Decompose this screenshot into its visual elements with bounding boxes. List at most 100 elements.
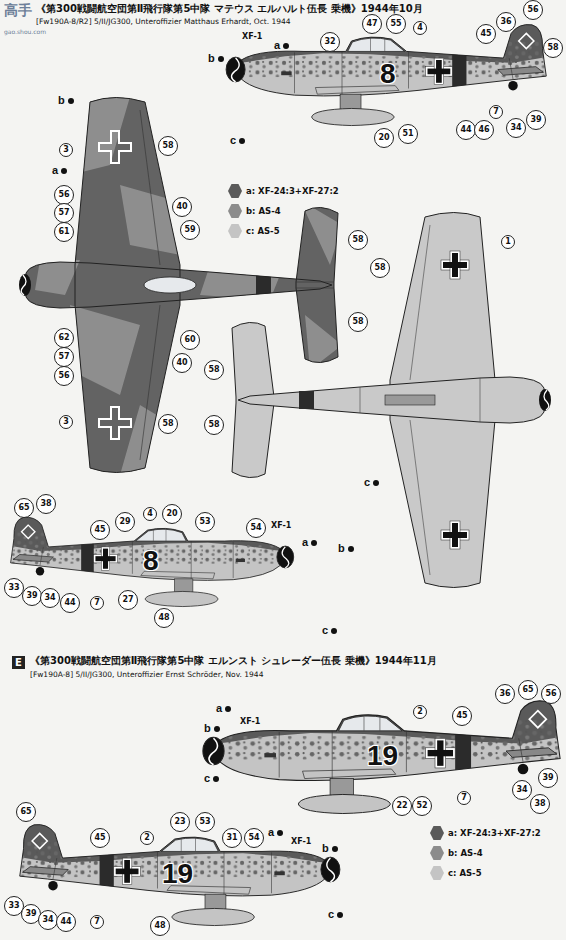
callout-number: 23	[170, 812, 190, 832]
side-view	[226, 22, 551, 126]
callout-number: 58	[348, 312, 368, 332]
legend-text: a: XF-24:3+XF-27:2	[246, 186, 339, 196]
legend-text: c: AS-5	[246, 226, 280, 236]
callout-number: 56	[54, 366, 74, 386]
callout-number: 58	[543, 38, 563, 58]
color-letter: a	[52, 164, 67, 176]
callout-number: 2	[413, 705, 427, 719]
legend-item: a: XF-24:3+XF-27:2	[430, 826, 541, 840]
callout-number: 59	[180, 220, 200, 240]
callout-number: 20	[374, 128, 394, 148]
callout-number: 44	[60, 593, 80, 613]
color-letter: c	[328, 908, 343, 920]
legend-text: c: AS-5	[448, 868, 482, 878]
color-letter: b	[338, 542, 354, 554]
legend-swatch	[228, 224, 242, 238]
callout-number: 60	[180, 330, 200, 350]
callout-number: 45	[452, 706, 472, 726]
callout-number: 56	[54, 185, 74, 205]
color-letter: c	[322, 624, 337, 636]
color-letter: b	[322, 842, 338, 854]
callout-number: 7	[489, 105, 503, 119]
callout-number: 1	[501, 235, 515, 249]
legend-item: b: AS-4	[430, 846, 483, 860]
callout-number: 44	[56, 912, 76, 932]
paint-code: XF-1	[239, 717, 261, 727]
callout-number: 48	[150, 916, 170, 936]
callout-number: 38	[530, 794, 550, 814]
callout-number: 65	[16, 802, 36, 822]
callout-number: 44	[456, 120, 476, 140]
watermark: 高手	[4, 2, 32, 19]
callout-number: 55	[386, 14, 406, 34]
legend-text: b: AS-4	[448, 848, 483, 858]
callout-number: 58	[158, 136, 178, 156]
section-subtitle: [Fw190A-8] 5/II/JG300, Unteroffizier Ern…	[30, 670, 263, 679]
callout-number: 3	[59, 415, 73, 429]
callout-number: 2	[140, 831, 154, 845]
callout-number: 54	[246, 518, 266, 538]
callout-number: 4	[413, 21, 427, 35]
legend-text: a: XF-24:3+XF-27:2	[448, 828, 541, 838]
legend-text: b: AS-4	[246, 206, 281, 216]
callout-number: 3	[59, 143, 73, 157]
callout-number: 57	[54, 347, 74, 367]
color-letter: c	[204, 772, 219, 784]
callout-number: 7	[457, 791, 471, 805]
callout-number: 56	[541, 684, 561, 704]
callout-number: 46	[474, 120, 494, 140]
callout-number: 57	[54, 203, 74, 223]
callout-number: 56	[523, 0, 543, 20]
fuselage-code: 8	[143, 547, 159, 575]
legend-swatch	[430, 826, 444, 840]
callout-number: 52	[412, 796, 432, 816]
callout-number: 40	[172, 197, 192, 217]
fuselage-code: 19	[367, 742, 398, 770]
color-letter: b	[58, 94, 74, 106]
legend-swatch	[228, 184, 242, 198]
callout-number: 34	[512, 780, 532, 800]
callout-number: 4	[143, 507, 157, 521]
callout-number: 20	[162, 504, 182, 524]
callout-number: 36	[496, 12, 516, 32]
callout-number: 48	[154, 608, 174, 628]
callout-number: 51	[398, 124, 418, 144]
fuselage-code: 19	[162, 860, 193, 888]
legend-item: c: AS-5	[430, 866, 482, 880]
callout-number: 39	[538, 768, 558, 788]
legend-item: a: XF-24:3+XF-27:2	[228, 184, 339, 198]
callout-number: 22	[392, 796, 412, 816]
color-letter: c	[230, 134, 245, 146]
watermark-url: gao.shou.com	[4, 28, 46, 35]
legend-item: c: AS-5	[228, 224, 280, 238]
side-view	[203, 698, 566, 814]
callout-number: 33	[4, 578, 24, 598]
paint-code: XF-1	[270, 521, 292, 531]
callout-number: 45	[476, 24, 496, 44]
callout-number: 29	[115, 512, 135, 532]
callout-number: 61	[54, 222, 74, 242]
legend-swatch	[228, 204, 242, 218]
callout-number: 65	[518, 680, 538, 700]
side-view	[15, 822, 340, 926]
color-letter: a	[274, 39, 289, 51]
callout-number: 58	[204, 415, 224, 435]
color-letter: b	[208, 52, 224, 64]
legend-swatch	[430, 866, 444, 880]
callout-number: 58	[204, 360, 224, 380]
legend-item: b: AS-4	[228, 204, 281, 218]
callout-number: 47	[362, 14, 382, 34]
callout-number: 54	[244, 828, 264, 848]
callout-number: 53	[195, 512, 215, 532]
color-letter: c	[364, 476, 379, 488]
color-letter: a	[302, 536, 317, 548]
color-letter: a	[216, 702, 231, 714]
callout-number: 58	[158, 414, 178, 434]
top-view	[19, 85, 350, 485]
section-letter: E	[12, 656, 25, 669]
callout-number: 53	[195, 812, 215, 832]
callout-number: 40	[172, 353, 192, 373]
paint-code: XF-1	[241, 32, 263, 42]
